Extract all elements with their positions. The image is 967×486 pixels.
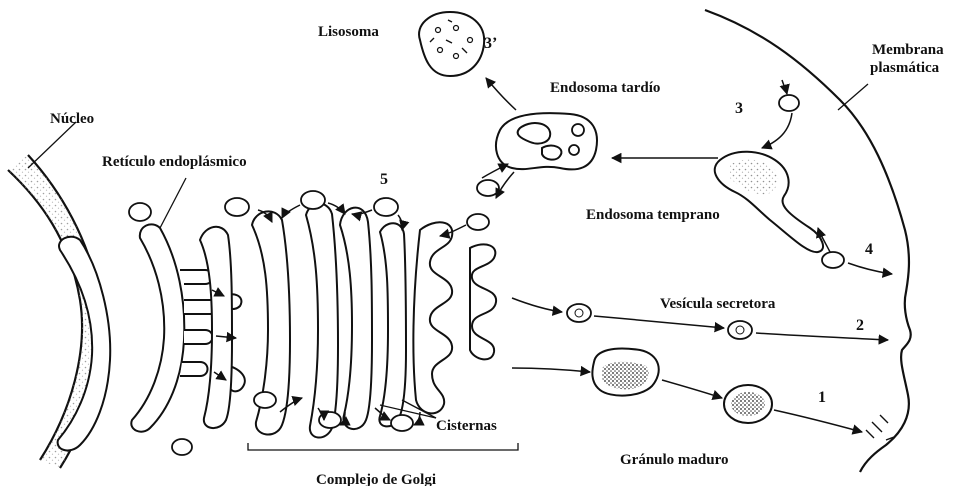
early-endosome [715,152,823,252]
golgi-cisternae [200,204,496,438]
number-4: 4 [865,241,873,258]
number-2: 2 [856,317,864,334]
label-early-endosome: Endosoma temprano [586,207,720,223]
label-lysosome: Lisosoma [318,24,379,40]
label-golgi: Complejo de Golgi [316,472,436,486]
label-mature-granule: Gránulo maduro [620,452,729,468]
mature-granule [724,385,772,423]
label-secretory-vesicle: Vesícula secretora [660,296,776,312]
label-plasma-membrane-2: plasmática [870,60,940,76]
label-late-endosome: Endosoma tardío [550,80,660,96]
label-er: Retículo endoplásmico [102,154,247,170]
immature-granule [592,349,658,396]
lysosome [419,12,484,76]
label-nucleus: Núcleo [50,111,94,127]
number-1: 1 [818,389,826,406]
label-plasma-membrane-1: Membrana [872,42,944,58]
label-cisternae: Cisternas [436,418,497,434]
number-3-prime: 3’ [484,35,497,52]
number-5: 5 [380,171,388,188]
late-endosome [496,113,597,169]
number-3: 3 [735,100,743,117]
